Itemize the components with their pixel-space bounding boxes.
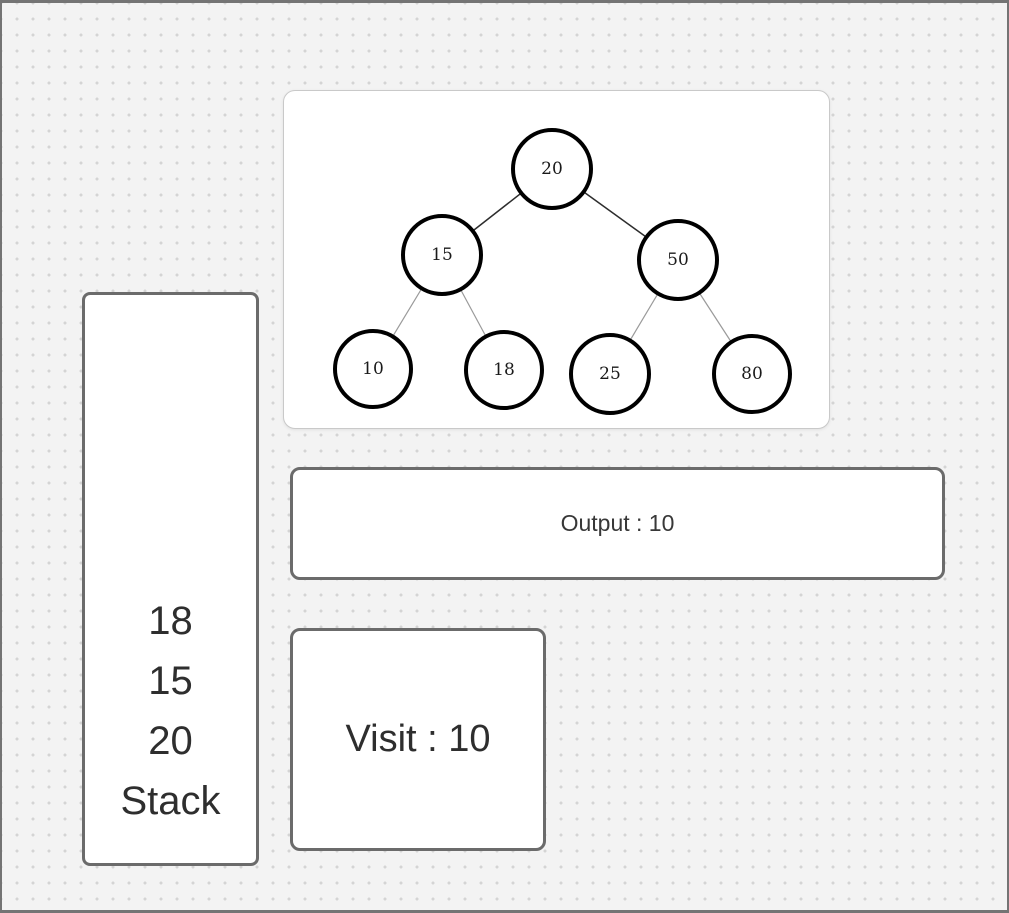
stack-item: 18 xyxy=(148,599,193,643)
tree-node-80: 80 xyxy=(712,334,792,414)
tree-panel: 20 15 50 10 18 25 xyxy=(283,90,830,429)
output-panel: Output : 10 xyxy=(290,467,945,580)
stack-label: Stack xyxy=(120,779,221,823)
stack-panel: 18 15 20 Stack xyxy=(82,292,259,866)
binary-tree-diagram: 20 15 50 10 18 25 xyxy=(333,128,792,415)
visit-panel: Visit : 10 xyxy=(290,628,546,851)
tree-node-label: 80 xyxy=(741,364,763,384)
tree-node-label: 50 xyxy=(667,250,689,270)
tree-node-label: 20 xyxy=(541,159,563,179)
tree-node-18: 18 xyxy=(464,330,544,410)
tree-node-25: 25 xyxy=(569,333,651,415)
tree-node-label: 10 xyxy=(362,359,384,379)
stack-item: 20 xyxy=(148,719,193,763)
tree-node-20: 20 xyxy=(511,128,593,210)
tree-node-label: 25 xyxy=(599,364,621,384)
visit-text: Visit : 10 xyxy=(345,718,491,760)
output-text: Output : 10 xyxy=(560,510,675,536)
tree-node-50: 50 xyxy=(637,219,719,301)
tree-node-10: 10 xyxy=(333,329,413,409)
stack-item: 15 xyxy=(148,659,193,703)
tree-node-label: 15 xyxy=(431,245,453,265)
tree-node-15: 15 xyxy=(401,214,483,296)
tree-node-label: 18 xyxy=(493,360,515,380)
